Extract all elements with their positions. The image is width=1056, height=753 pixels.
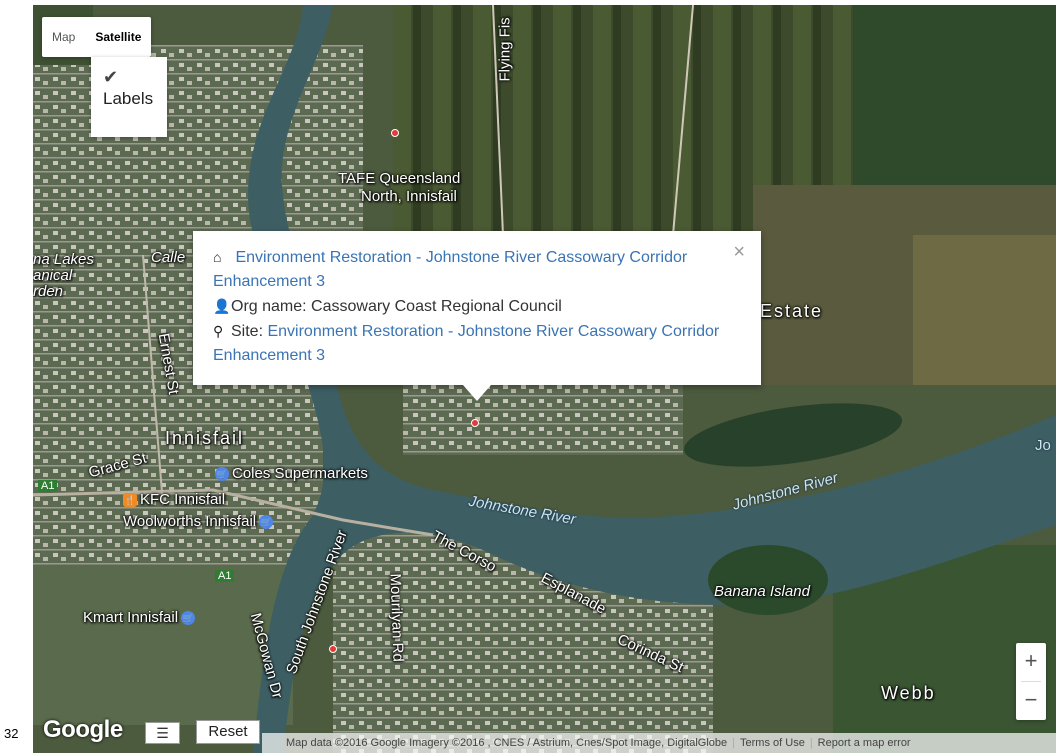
poi-label[interactable]: Kmart Innisfail🛒 (83, 609, 198, 626)
highway-shield: A1 (215, 570, 235, 582)
selected-site-marker[interactable] (471, 419, 479, 427)
map-marker[interactable] (391, 129, 399, 137)
zoom-out-button[interactable]: − (1024, 687, 1038, 712)
zoom-control: + − (1016, 643, 1046, 720)
divider: | (732, 737, 736, 749)
place-label: anical (33, 267, 73, 284)
island-label: Banana Island (714, 583, 810, 600)
poi-name: KFC Innisfail (140, 491, 226, 508)
legend-button[interactable]: ☰ (145, 722, 180, 744)
road-label: Flying Fis (496, 17, 514, 82)
map-button[interactable]: Map (52, 30, 76, 44)
org-name: Cassowary Coast Regional Council (311, 298, 562, 315)
shopping-icon: 🛒 (259, 515, 274, 530)
site-prefix: Site: (231, 323, 268, 340)
poi-label[interactable]: 🍴KFC Innisfail (123, 491, 225, 508)
map-attribution: Map data ©2016 Google Imagery ©2016 , CN… (286, 737, 728, 749)
person-icon: 👤 (213, 298, 231, 314)
place-label: Estate (760, 301, 824, 321)
home-icon: ⌂ (213, 249, 222, 265)
report-error-link[interactable]: Report a map error (817, 737, 911, 749)
divider (1021, 681, 1041, 682)
place-label: rden (33, 283, 64, 300)
labels-label: Labels (103, 89, 154, 108)
restaurant-icon: 🍴 (123, 493, 137, 508)
place-label: TAFE Queensland (338, 170, 461, 187)
place-label: na Lakes (33, 251, 94, 268)
satellite-map[interactable]: Flying Fis TAFE Queensland North, Innisf… (33, 5, 1056, 753)
river-label: Jo (1035, 437, 1051, 454)
org-prefix: Org name: (231, 298, 312, 315)
info-window: × ⌂ Environment Restoration - Johnstone … (193, 231, 761, 401)
place-label: Webb (881, 683, 936, 703)
terms-link[interactable]: Terms of Use (740, 737, 805, 749)
highway-shield: A1 (38, 480, 58, 492)
poi-name: Kmart Innisfail (83, 609, 179, 626)
google-logo: Google (43, 716, 123, 743)
shopping-icon: 🛒 (215, 467, 229, 482)
pin-icon: ⚲ (213, 323, 224, 339)
divider: | (809, 737, 813, 749)
poi-label[interactable]: Woolworths Innisfail🛒 (123, 513, 276, 530)
left-edge-number: 32 (4, 726, 19, 741)
poi-name: Woolworths Innisfail (123, 513, 257, 530)
map-type-control: Map Satellite (42, 17, 152, 57)
poi-name: Coles Supermarkets (232, 465, 368, 482)
map-imagery[interactable] (33, 5, 1056, 753)
project-link[interactable]: Environment Restoration - Johnstone Rive… (213, 249, 688, 290)
attribution-bar: Map data ©2016 Google Imagery ©2016 , CN… (262, 733, 1056, 753)
reset-button[interactable]: Reset (196, 720, 260, 744)
shopping-icon: 🛒 (181, 611, 196, 626)
checkbox-checked-icon[interactable]: ✔ (103, 67, 119, 87)
list-icon: ☰ (156, 725, 169, 741)
info-title-row: ⌂ Environment Restoration - Johnstone Ri… (213, 245, 741, 294)
place-label: Calle (151, 249, 186, 266)
poi-label[interactable]: 🛒Coles Supermarkets (215, 465, 368, 482)
map-marker[interactable] (329, 645, 337, 653)
satellite-button[interactable]: Satellite (95, 30, 142, 44)
road-label: Mourilyan Rd (386, 573, 407, 663)
org-row: 👤Org name: Cassowary Coast Regional Coun… (213, 294, 741, 319)
labels-option[interactable]: ✔ Labels (91, 57, 167, 137)
place-label: North, Innisfail (361, 188, 457, 205)
site-link[interactable]: Environment Restoration - Johnstone Rive… (213, 323, 720, 364)
zoom-in-button[interactable]: + (1024, 648, 1038, 673)
close-icon[interactable]: × (733, 241, 745, 263)
site-row: ⚲ Site: Environment Restoration - Johnsto… (213, 319, 741, 368)
town-label: Innisfail (165, 428, 245, 448)
